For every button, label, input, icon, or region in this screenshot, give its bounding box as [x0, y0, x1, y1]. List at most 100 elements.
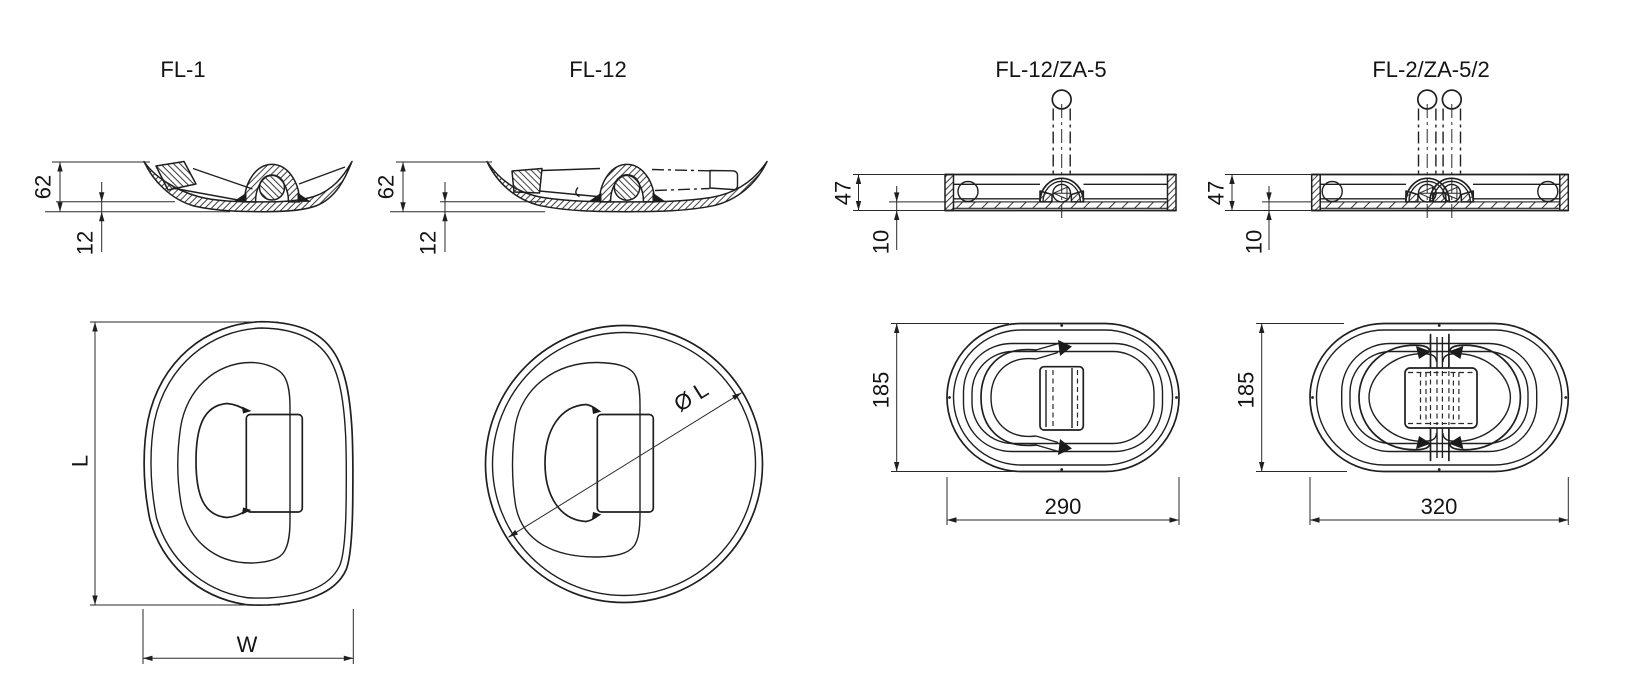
ring-weld-top [1416, 346, 1431, 359]
fl12-dim12-label: 12 [416, 231, 441, 255]
arrowhead [894, 192, 900, 202]
fl12za5-flare-weld-top [1058, 340, 1072, 356]
fl12za5-plan-ring-inner [990, 357, 1037, 438]
fl1-dish-section [143, 160, 353, 213]
fl12za5-flare-bottom-inner [1035, 435, 1059, 444]
fl2za52-plan-recess-outer [1340, 342, 1538, 453]
fl12za5-flare-top-outer [1035, 341, 1063, 351]
fl12za5-arch-foot-right [1070, 190, 1085, 203]
arrowhead [1266, 210, 1272, 220]
fl2za52-ring-end-right [1537, 180, 1559, 203]
fl12-weld-left [588, 192, 602, 202]
fl1-weld-left [233, 192, 247, 202]
fl12za5-plan-inner [952, 329, 1174, 466]
fl2za52-dim47-label: 47 [1204, 181, 1229, 205]
fl1-strap-edge-top [192, 167, 253, 190]
arrowhead [894, 462, 900, 472]
fl12-strap-edge-bottom [539, 190, 598, 198]
fl2za52-figure: FL-2/ZA-5/2 [1204, 57, 1570, 525]
arrowhead [855, 201, 862, 211]
fl2za52-tray-bottom-band [1319, 201, 1561, 209]
fl2za52-tray-cap-right [1559, 173, 1570, 212]
fl2za52-dim10-label: 10 [1242, 230, 1267, 254]
fl12za5-flare-weld-bottom [1058, 439, 1072, 455]
fl1-plan-bracket [245, 413, 304, 513]
fl2za52-side-view: 47 10 [1204, 89, 1570, 254]
arrowhead [1266, 192, 1272, 202]
fl12-ring-weld-top [592, 407, 602, 414]
fl12za5-plan-view: 185 290 [869, 322, 1180, 525]
fl12za5-plan-ring-outer [980, 348, 1037, 447]
arrowhead [1558, 517, 1569, 523]
fl1-plan-recess [177, 361, 291, 564]
fl2za52-bar-mark [1442, 186, 1458, 200]
arrowhead [1259, 462, 1265, 472]
center-mark [1437, 468, 1441, 471]
arrowhead [1310, 517, 1320, 523]
fl12za5-dim185-label: 185 [869, 372, 894, 409]
arrowhead [855, 174, 862, 184]
fl1-title: FL-1 [160, 57, 205, 82]
fl2za52-bar-mark [1417, 186, 1433, 200]
arrowhead [400, 162, 406, 172]
fl2za52-dim185-label: 185 [1234, 372, 1259, 409]
arrowhead [92, 595, 98, 605]
fl1-side-view: 62 12 [31, 160, 353, 255]
arrowhead [1169, 517, 1179, 523]
arrowhead [1229, 201, 1235, 211]
fl12-ring-weld-bottom [592, 512, 602, 519]
fl12-strap-edge-top [541, 167, 601, 172]
fl1-plan-ring [195, 402, 247, 519]
fl12za5-plan-outer [946, 322, 1180, 473]
center-mark [1437, 324, 1441, 327]
arrowhead [57, 162, 63, 172]
arrowhead [732, 392, 742, 401]
fl12-dim-diameter-line [508, 392, 742, 538]
fl12-weld-right [652, 192, 666, 202]
center-mark [1060, 324, 1064, 327]
fl2za52-tray-cap-left [1310, 173, 1321, 212]
fl12za5-tray-cap-left [944, 173, 955, 212]
fl12-plan-inner-circle [491, 331, 757, 597]
fl1-dim12-label: 12 [73, 231, 98, 255]
fl1-strap-end [155, 160, 197, 191]
fl1-dimL-label: L [68, 455, 93, 467]
fl2za52-arch-foot-left [1405, 190, 1419, 203]
fl12-plan-recess [511, 361, 641, 558]
fl12-strap-end-left [511, 167, 543, 194]
fl12za5-ring-end-section [957, 180, 979, 203]
arrowhead [442, 211, 448, 222]
fl1-ring-weld-top [242, 406, 252, 414]
fl12za5-title: FL-12/ZA-5 [995, 57, 1106, 82]
center-mark [1311, 396, 1314, 399]
fl12za5-figure: FL-12/ZA-5 [831, 57, 1180, 525]
arrowhead [92, 322, 98, 332]
fl2za52-plan-view: 185 320 [1234, 322, 1570, 525]
fl12za5-arch-foot-left [1039, 190, 1053, 203]
fl12-ring-bar-section [613, 174, 641, 201]
fl1-weld-right [297, 192, 311, 202]
fl12-hidden-edge-bottom [654, 187, 710, 192]
fl12za5-dim290-label: 290 [1045, 494, 1082, 519]
fl12-side-view: 62 12 [374, 160, 768, 255]
arrowhead [1259, 323, 1265, 333]
fl1-dimW-label: W [237, 632, 258, 657]
arrowhead [57, 202, 63, 212]
fl12za5-dim47-label: 47 [831, 181, 856, 205]
arrowhead [508, 529, 518, 538]
center-mark [948, 396, 951, 399]
fl1-dim62-label: 62 [31, 175, 56, 199]
arrowhead [894, 323, 900, 333]
arrowhead [442, 192, 448, 202]
fl12-dish-section [486, 160, 768, 213]
fl12-plan-ring [544, 403, 600, 523]
ring-outer-arc [1358, 344, 1431, 451]
arrowhead [400, 202, 406, 212]
fl12-plan-bracket [596, 413, 655, 513]
arrowhead [947, 517, 957, 523]
center-mark [1060, 468, 1064, 471]
fl2za52-plan-inner [1315, 329, 1563, 466]
fl12-hidden-edge-top [651, 168, 710, 172]
